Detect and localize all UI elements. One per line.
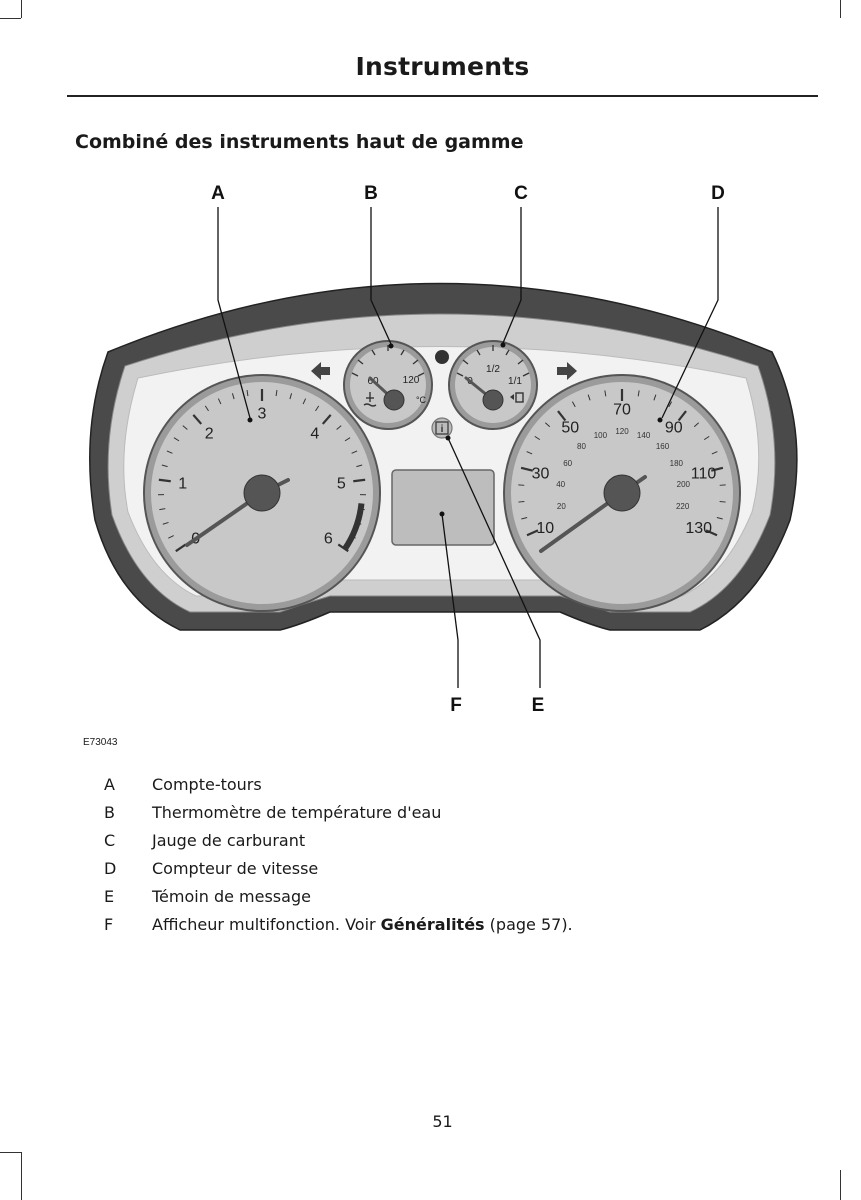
svg-text:i: i <box>441 424 444 435</box>
warning-lamp <box>435 350 449 364</box>
legend-key: B <box>104 803 115 822</box>
legend-item: F Afficheur multifonction. Voir Générali… <box>104 912 824 940</box>
fuel-label: 1/2 <box>486 364 500 375</box>
legend-text: Compte-tours <box>152 775 262 794</box>
crop-mark <box>0 1152 21 1153</box>
legend-text: Afficheur multifonction. Voir Généralité… <box>152 915 573 934</box>
callout-b: B <box>364 183 378 204</box>
speed-kmh-label: 180 <box>670 459 684 468</box>
callout-e: E <box>532 695 545 716</box>
fuel-pump-icon <box>510 392 524 403</box>
legend: A Compte-tours B Thermomètre de températ… <box>104 772 824 940</box>
callout-d: D <box>711 183 725 204</box>
legend-key: C <box>104 831 116 850</box>
title-rule <box>67 95 818 97</box>
speed-mph-label: 30 <box>532 465 550 482</box>
page-number: 51 <box>432 1112 453 1131</box>
temperature-unit: °C <box>416 395 427 405</box>
callout-c: C <box>514 183 528 204</box>
temperature-gauge: 60 120 °C <box>343 340 433 430</box>
tachometer: 0123456 <box>143 374 381 612</box>
legend-key: E <box>104 887 115 906</box>
legend-item: C Jauge de carburant <box>104 828 824 856</box>
coolant-icon <box>363 392 377 407</box>
multifunction-display <box>391 469 495 546</box>
legend-text: Thermomètre de température d'eau <box>152 803 442 822</box>
speed-mph-label: 110 <box>691 465 717 482</box>
callout-f: F <box>450 695 462 716</box>
crop-mark <box>21 0 22 18</box>
speed-kmh-label: 160 <box>656 442 670 451</box>
speed-mph-label: 90 <box>665 419 683 436</box>
speed-mph-label: 130 <box>685 520 712 537</box>
tachometer-tick-label: 2 <box>205 426 214 443</box>
tachometer-tick-label: 6 <box>324 530 333 547</box>
legend-text-before: Afficheur multifonction. Voir <box>152 915 381 934</box>
figure-code: E73043 <box>83 737 118 748</box>
speed-kmh-label: 200 <box>677 480 691 489</box>
speed-kmh-label: 40 <box>556 480 565 489</box>
section-heading: Combiné des instruments haut de gamme <box>75 131 524 153</box>
crop-mark <box>21 1152 22 1200</box>
temperature-label: 120 <box>403 375 420 386</box>
speed-kmh-label: 100 <box>594 431 608 440</box>
speed-mph-label: 70 <box>613 402 631 419</box>
speed-kmh-label: 220 <box>676 502 690 511</box>
legend-item: A Compte-tours <box>104 772 824 800</box>
right-turn-signal-icon <box>557 362 577 380</box>
tachometer-tick-label: 4 <box>310 426 319 443</box>
legend-text: Témoin de message <box>152 887 311 906</box>
crop-mark <box>840 0 841 18</box>
speed-kmh-label: 140 <box>637 431 651 440</box>
legend-item: B Thermomètre de température d'eau <box>104 800 824 828</box>
speed-kmh-label: 120 <box>615 427 629 436</box>
tachometer-redline <box>342 503 365 551</box>
fuel-label: 1/1 <box>508 376 522 387</box>
legend-text: Jauge de carburant <box>152 831 306 850</box>
legend-item: E Témoin de message <box>104 884 824 912</box>
legend-item: D Compteur de vitesse <box>104 856 824 884</box>
speed-mph-label: 50 <box>561 419 579 436</box>
legend-key: F <box>104 915 114 934</box>
speed-mph-label: 10 <box>536 520 554 537</box>
crop-mark <box>840 1170 841 1200</box>
legend-text-after: (page 57). <box>484 915 573 934</box>
page-title: Instruments <box>355 52 530 81</box>
left-turn-signal-icon <box>311 362 330 380</box>
instrument-cluster-figure: 0123456 10305070901101302040608010012014… <box>0 170 861 730</box>
tachometer-tick-label: 1 <box>178 475 187 492</box>
legend-key: D <box>104 859 117 878</box>
crop-mark <box>0 18 21 19</box>
tachometer-tick-label: 3 <box>258 406 267 423</box>
speed-kmh-label: 60 <box>563 459 572 468</box>
callout-a: A <box>211 183 225 204</box>
info-icon: i <box>431 417 453 439</box>
cross-reference-link[interactable]: Généralités <box>380 915 485 934</box>
speed-kmh-label: 20 <box>557 502 566 511</box>
legend-text: Compteur de vitesse <box>152 859 319 878</box>
fuel-gauge: 0 1/2 1/1 <box>448 340 538 430</box>
speed-kmh-label: 80 <box>577 442 586 451</box>
tachometer-tick-label: 5 <box>337 475 346 492</box>
legend-key: A <box>104 775 115 794</box>
